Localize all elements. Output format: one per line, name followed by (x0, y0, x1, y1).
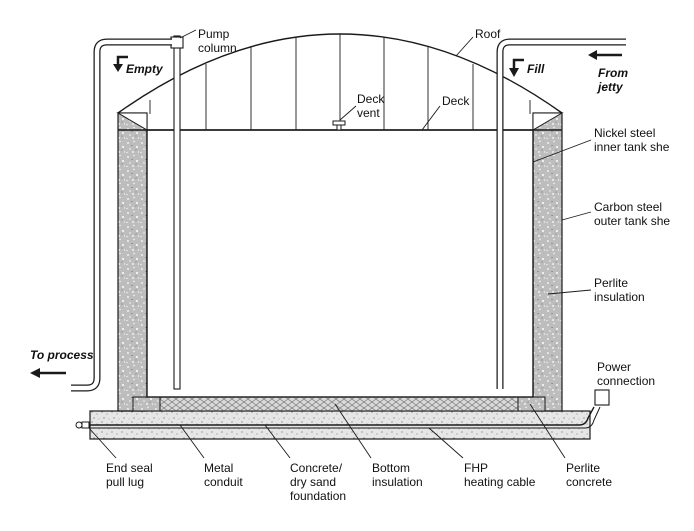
label-roof: Roof (475, 27, 501, 41)
perlite-concrete-right (517, 396, 546, 412)
label-fhp-heating-cable: FHP heating cable (464, 461, 536, 489)
label-end-seal-pull-lug: End seal pull lug (106, 461, 153, 489)
outer-wall-right (532, 112, 563, 412)
bottom-insulation (159, 396, 519, 412)
label-perlite-insulation: Perlite insulation (594, 276, 645, 304)
perlite-concrete-left (132, 396, 161, 412)
end-seal-pull-lug-icon (75, 421, 90, 429)
label-carbon-steel: Carbon steel outer tank she (594, 200, 671, 228)
roof-rafters (149, 34, 531, 130)
empty-arrow-icon (113, 55, 128, 72)
fhp-heating-cable (82, 406, 601, 429)
label-deck: Deck (442, 94, 470, 108)
roof-corner-right (532, 112, 564, 131)
from-jetty-arrow-icon (588, 50, 622, 60)
label-empty: Empty (126, 62, 163, 76)
roof-corner-left (116, 112, 148, 131)
label-deck-vent: Deck vent (357, 92, 385, 120)
leader-lines (88, 29, 592, 459)
label-to-process: To process (30, 348, 94, 362)
label-from-jetty: From jetty (598, 66, 628, 94)
fill-arrow-icon (509, 58, 524, 77)
label-metal-conduit: Metal conduit (204, 461, 243, 489)
outer-wall-left (117, 112, 148, 412)
to-process-arrow-icon (30, 368, 66, 378)
inner-tank (146, 129, 534, 398)
metal-conduit (82, 406, 595, 426)
label-nickel-steel: Nickel steel inner tank she (594, 126, 670, 154)
label-pump-column: Pump column (198, 27, 237, 55)
label-perlite-concrete: Perlite concrete (566, 461, 613, 489)
label-power-connection: Power connection (597, 360, 656, 388)
pump-column (170, 35, 184, 390)
label-bottom-insulation: Bottom insulation (372, 461, 423, 489)
power-connection-box (594, 389, 610, 406)
label-concrete-foundation: Concrete/ dry sand foundation (290, 461, 347, 503)
deck-vent-icon (332, 120, 346, 131)
label-fill: Fill (527, 62, 545, 76)
